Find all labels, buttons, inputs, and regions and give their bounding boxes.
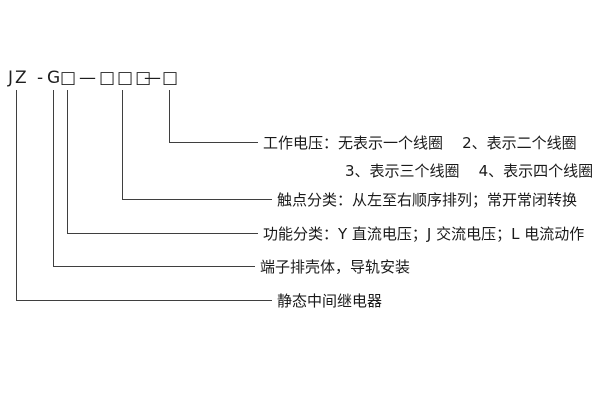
connector-voltage-vertical xyxy=(169,90,170,142)
connector-voltage-horizontal xyxy=(169,142,258,143)
model-code-dash-3: — xyxy=(144,68,163,88)
label-relay-type: 静态中间继电器 xyxy=(277,292,383,310)
connector-function-vertical xyxy=(67,90,68,233)
label-working-voltage-line2: 3、表示三个线圈 4、表示四个线圈 xyxy=(345,162,594,180)
model-code-box-voltage: □ xyxy=(162,68,181,88)
model-code-dash-2: — xyxy=(79,68,98,88)
connector-contacts-horizontal xyxy=(122,199,272,200)
connector-contacts-vertical xyxy=(122,90,123,199)
label-housing: 端子排壳体，导轨安装 xyxy=(260,258,411,276)
connector-housing-vertical xyxy=(53,90,54,266)
label-function-classification: 功能分类：Y 直流电压；J 交流电压；L 电流动作 xyxy=(263,225,585,243)
connector-relay-vertical xyxy=(16,90,17,300)
connector-function-horizontal xyxy=(67,233,258,234)
connector-housing-horizontal xyxy=(53,266,255,267)
model-code-dash-1: - xyxy=(37,68,46,88)
connector-relay-horizontal xyxy=(16,300,272,301)
label-working-voltage-line1: 工作电压：无表示一个线圈 2、表示二个线圈 xyxy=(263,134,577,152)
model-code-prefix: JZ xyxy=(8,68,29,88)
model-code-letter-g: G xyxy=(47,68,63,88)
label-contact-classification: 触点分类：从左至右顺序排列；常开常闭转换 xyxy=(277,191,578,209)
model-code-box-contacts: □□□ xyxy=(99,68,154,88)
model-code-box-function: □ xyxy=(60,68,79,88)
